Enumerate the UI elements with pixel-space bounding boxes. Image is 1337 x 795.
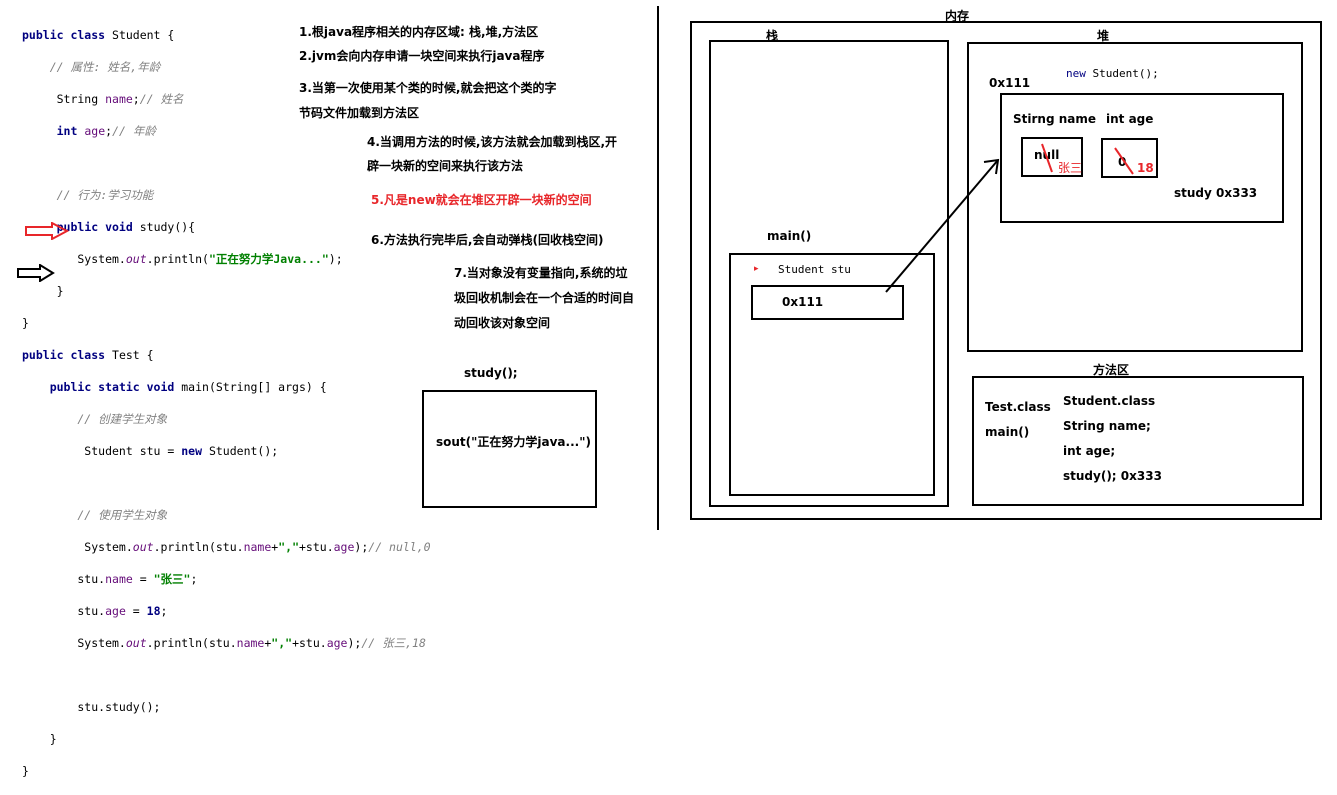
field-age-old: 0 (1118, 155, 1127, 169)
method-string-name: String name; (1063, 419, 1151, 433)
stack-title: 栈 (766, 29, 779, 43)
heap-box (967, 42, 1303, 352)
study-frame-box: sout("正在努力学java...") (422, 390, 597, 508)
stack-var-box: 0x111 (751, 285, 904, 320)
method-area-box (972, 376, 1304, 506)
code-line-8: System.out.println("正在努力学Java..."); (22, 252, 343, 266)
study-frame-title: study(); (464, 366, 518, 380)
reference-arrow (885, 158, 1000, 293)
field-age-box: 0 18 (1101, 138, 1158, 178)
code-line-3: String name;// 姓名 (22, 92, 184, 106)
note-7b: 圾回收机制会在一个合适的时间自 (454, 291, 635, 305)
field-name-new: 张三 (1058, 161, 1083, 175)
memory-box (690, 21, 1322, 520)
note-3b: 节码文件加载到方法区 (299, 106, 420, 120)
note-3a: 3.当第一次使用某个类的时候,就会把这个类的字 (299, 81, 557, 95)
code-line-14: Student stu = new Student(); (22, 444, 279, 458)
strike-mark-icon (1114, 147, 1134, 175)
code-line-18: stu.name = "张三"; (22, 572, 198, 586)
strike-mark-icon (1041, 143, 1053, 173)
heap-title: 堆 (1097, 29, 1110, 43)
field-name-label: Stirng name (1013, 112, 1097, 126)
stack-box (709, 40, 949, 507)
code-line-21 (22, 667, 431, 683)
heap-study-ref: study 0x333 (1174, 186, 1258, 200)
note-4b: 辟一块新的空间来执行该方法 (367, 159, 524, 173)
code-line-24: } (22, 764, 29, 778)
code-line-16: // 使用学生对象 (22, 508, 168, 522)
field-age-label: int age (1106, 112, 1154, 126)
note-1: 1.根java程序相关的内存区域: 栈,堆,方法区 (299, 25, 539, 39)
code-panel: public class Student { // 属性: 姓名,年龄 Stri… (22, 11, 431, 795)
black-arrow-icon (17, 264, 55, 282)
memory-title: 内存 (945, 9, 970, 23)
study-frame-content: sout("正在努力学java...") (436, 435, 591, 449)
code-line-4: int age;// 年龄 (56, 124, 156, 138)
code-line-15 (22, 475, 431, 491)
stack-var-value: 0x111 (782, 295, 824, 309)
note-6: 6.方法执行完毕后,会自动弹栈(回收栈空间) (371, 233, 604, 247)
note-7a: 7.当对象没有变量指向,系统的垃 (454, 266, 628, 280)
field-age-new: 18 (1137, 161, 1154, 175)
main-frame-box (729, 253, 935, 496)
vertical-divider (657, 6, 659, 530)
code-line-22: stu.study(); (22, 700, 161, 714)
code-line-11: public class Test { (22, 348, 154, 362)
heap-new-label: new Student(); (1066, 67, 1159, 80)
heap-address: 0x111 (989, 76, 1031, 90)
code-line-1: public class Student { (22, 28, 175, 42)
code-line-13: // 创建学生对象 (22, 412, 168, 426)
note-7c: 动回收该对象空间 (454, 316, 551, 330)
method-main: main() (985, 425, 1030, 439)
code-line-23: } (22, 732, 57, 746)
method-area-title: 方法区 (1093, 363, 1130, 377)
method-test-class: Test.class (985, 400, 1051, 414)
code-line-10: } (22, 316, 29, 330)
method-student-class: Student.class (1063, 394, 1156, 408)
object-box (1000, 93, 1284, 223)
method-int-age: int age; (1063, 444, 1116, 458)
stack-var-label: Student stu (778, 263, 851, 276)
code-line-12: public static void main(String[] args) { (49, 380, 327, 394)
method-study-ref: study(); 0x333 (1063, 469, 1162, 483)
code-line-2: // 属性: 姓名,年龄 (22, 60, 161, 74)
red-arrow-icon (25, 222, 70, 240)
note-2: 2.jvm会向内存申请一块空间来执行java程序 (299, 49, 545, 63)
note-4a: 4.当调用方法的时候,该方法就会加载到栈区,开 (367, 135, 618, 149)
main-frame-label: main() (767, 229, 812, 243)
code-line-6: // 行为:学习功能 (22, 188, 154, 202)
code-line-7: public void study(){ (56, 220, 196, 234)
code-line-17: System.out.println(stu.name+","+stu.age)… (22, 540, 431, 554)
code-line-20: System.out.println(stu.name+","+stu.age)… (22, 636, 426, 650)
stack-var-marker: ▸ (754, 264, 759, 274)
note-5: 5.凡是new就会在堆区开辟一块新的空间 (371, 193, 592, 207)
field-name-box: null 张三 (1021, 137, 1083, 177)
code-line-19: stu.age = 18; (22, 604, 168, 618)
code-line-9: } (22, 284, 64, 298)
